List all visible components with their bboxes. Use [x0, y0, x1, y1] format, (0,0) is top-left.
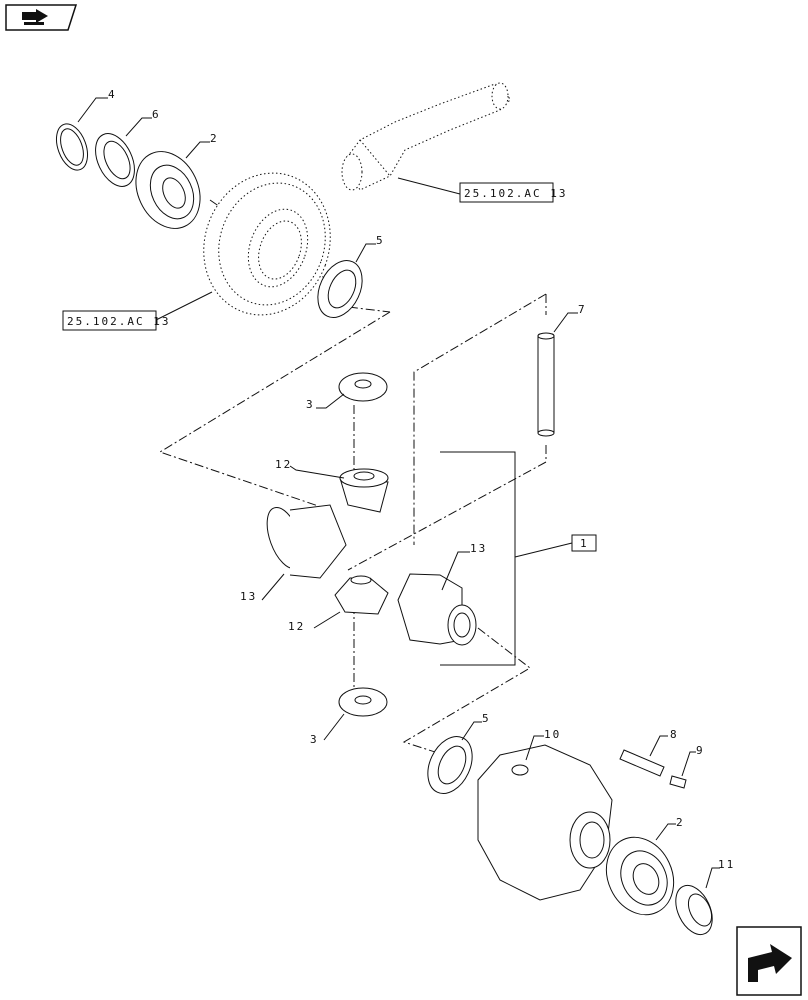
shim-lower	[427, 736, 473, 794]
callout-9: 9	[696, 744, 705, 757]
thrust-washer-lower	[338, 687, 388, 717]
callout-11: 11	[718, 858, 735, 871]
callout-12: 12	[288, 620, 305, 633]
reference-label: 25.102.AC 13	[67, 315, 170, 328]
callout-5: 5	[376, 234, 385, 247]
shim	[95, 133, 135, 187]
reference-label: 25.102.AC 13	[464, 187, 567, 200]
reference-box-pinion[interactable]: 25.102.AC 13	[397, 177, 567, 203]
assembly-callout-label: 1	[580, 537, 589, 550]
retaining-ring	[55, 123, 89, 171]
callout-5: 5	[482, 712, 491, 725]
callout-3: 3	[310, 733, 319, 746]
callout-10: 10	[544, 728, 561, 741]
callouts: 4 6 2 5 7 3 12 13 13 12 3 5 10 8 9 2 11	[77, 88, 735, 889]
book-arrow-icon[interactable]	[5, 4, 78, 31]
ring-gear	[203, 172, 331, 316]
lock-nut	[675, 884, 713, 936]
cross-pin	[537, 332, 555, 437]
pinion-shaft	[341, 82, 511, 191]
pinion-gear-lower	[334, 575, 389, 615]
callout-4: 4	[108, 88, 117, 101]
callout-6: 6	[152, 108, 161, 121]
lock-pin	[619, 749, 665, 777]
set-screw	[669, 775, 687, 789]
thrust-washer-upper	[338, 372, 388, 402]
callout-7: 7	[578, 303, 587, 316]
side-gear-left	[266, 504, 347, 579]
callout-8: 8	[670, 728, 679, 741]
bearing-lower	[605, 836, 675, 916]
differential-case	[477, 744, 613, 901]
side-gear-right	[397, 573, 477, 646]
callout-3: 3	[306, 398, 315, 411]
pinion-gear-upper	[339, 468, 389, 513]
assembly-bracket: 1	[440, 451, 597, 666]
callout-13: 13	[470, 542, 487, 555]
reference-box-ring-gear[interactable]: 25.102.AC 13	[62, 291, 213, 331]
bearing-upper	[135, 151, 201, 229]
callout-12: 12	[275, 458, 292, 471]
callout-2: 2	[210, 132, 219, 145]
callout-2: 2	[676, 816, 685, 829]
next-page-arrow-icon[interactable]	[736, 926, 802, 996]
callout-13: 13	[240, 590, 257, 603]
shim-upper	[317, 260, 363, 318]
